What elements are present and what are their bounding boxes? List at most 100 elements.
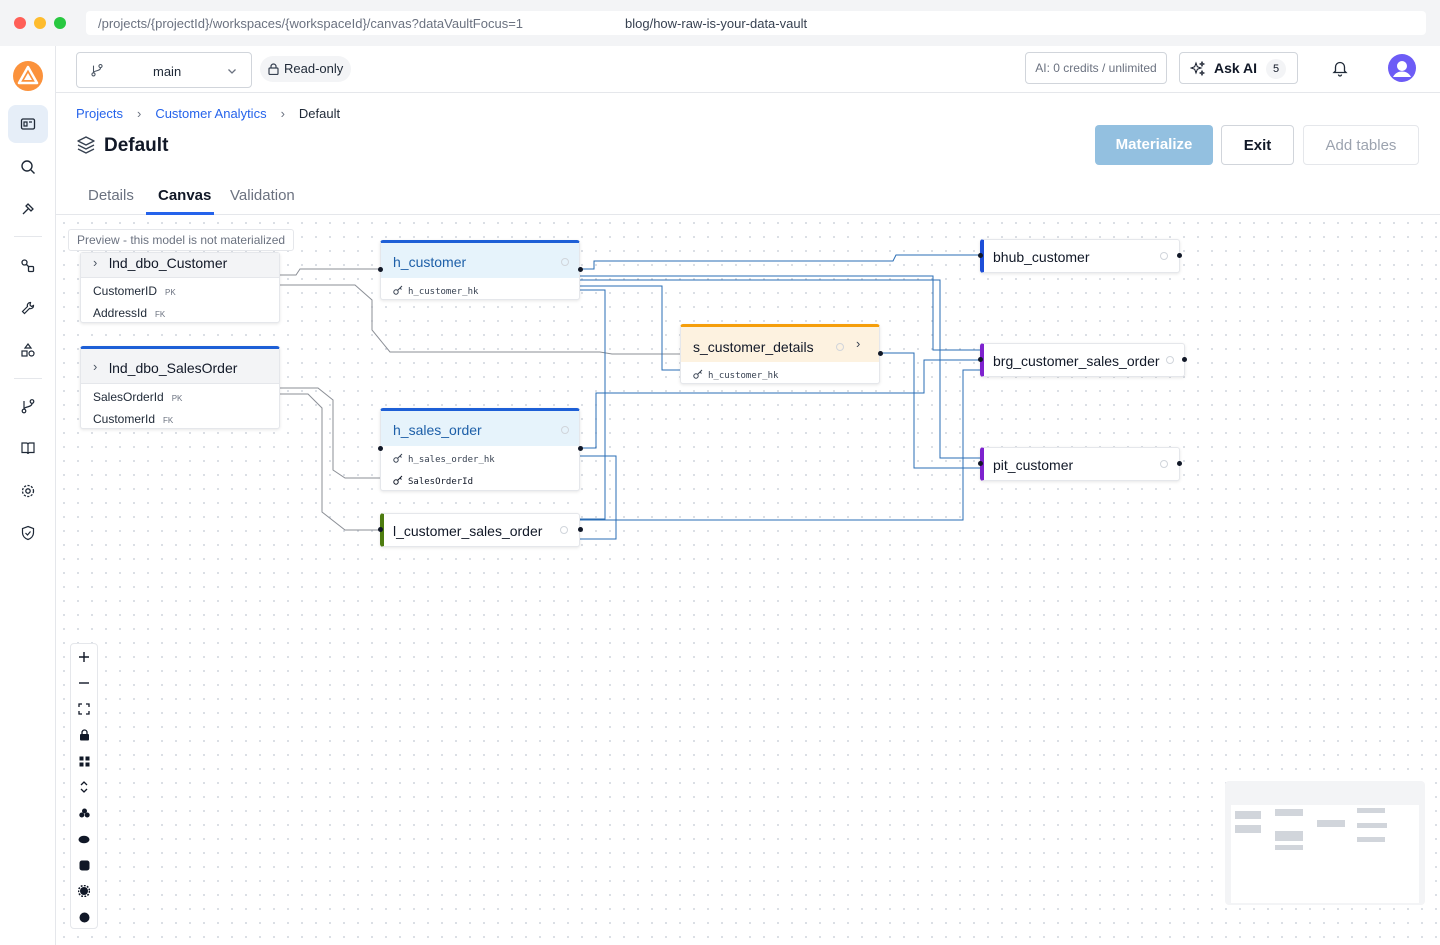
lock-icon — [268, 63, 279, 75]
fit-view-icon[interactable] — [71, 696, 97, 722]
square-icon[interactable] — [71, 852, 97, 878]
shield-icon[interactable] — [8, 514, 48, 552]
user-avatar[interactable] — [1388, 54, 1416, 82]
ellipse-icon[interactable] — [71, 826, 97, 852]
key-icon — [393, 453, 403, 463]
close-window-button[interactable] — [14, 17, 26, 29]
node-handle[interactable] — [378, 527, 383, 532]
column-row: SalesOrderId — [393, 475, 473, 487]
expand-vertical-icon[interactable] — [71, 774, 97, 800]
node-handle[interactable] — [978, 461, 983, 466]
tab-details[interactable]: Details — [88, 187, 134, 204]
column-row: h_customer_hk — [693, 369, 778, 381]
node-name: s_customer_details — [693, 339, 814, 355]
node-name: lnd_dbo_SalesOrder — [109, 360, 238, 376]
tree-icon[interactable] — [71, 800, 97, 826]
status-ring-icon — [836, 343, 844, 351]
models-icon[interactable] — [8, 105, 48, 143]
node-name: bhub_customer — [993, 249, 1090, 265]
column-name: SalesOrderId — [93, 390, 164, 404]
lock-icon[interactable] — [71, 722, 97, 748]
node-name: l_customer_sales_order — [393, 523, 543, 539]
notifications-bell-icon[interactable] — [1331, 59, 1349, 82]
minimize-window-button[interactable] — [34, 17, 46, 29]
node-handle[interactable] — [978, 253, 983, 258]
satellite-node-s-customer-details[interactable]: s_customer_details › h_customer_hk — [680, 324, 880, 384]
node-handle[interactable] — [378, 446, 383, 451]
search-icon[interactable] — [8, 148, 48, 186]
column-name: CustomerID — [93, 284, 158, 298]
app-logo[interactable] — [12, 60, 44, 92]
breadcrumb-customer-analytics[interactable]: Customer Analytics — [155, 106, 267, 121]
chevron-right-icon[interactable]: › — [93, 359, 98, 374]
column-name: SalesOrderId — [408, 477, 474, 487]
node-handle[interactable] — [1182, 357, 1187, 362]
breadcrumb: Projects › Customer Analytics › Default — [76, 106, 340, 121]
node-handle[interactable] — [378, 267, 383, 272]
node-handle[interactable] — [578, 527, 583, 532]
hub-node-h-sales-order[interactable]: h_sales_order h_sales_order_hk SalesOrde… — [380, 408, 580, 491]
node-handle[interactable] — [878, 351, 883, 356]
grid-icon[interactable] — [71, 748, 97, 774]
status-ring-icon — [1160, 252, 1168, 260]
tab-bar: Details Canvas Validation — [56, 176, 1440, 215]
node-handle[interactable] — [978, 357, 983, 362]
branch-name: main — [153, 64, 182, 79]
chevron-right-icon[interactable]: › — [93, 255, 98, 270]
column-name: h_sales_order_hk — [408, 455, 495, 465]
circle-icon[interactable] — [71, 904, 97, 930]
settings-icon[interactable] — [8, 472, 48, 510]
breadcrumb-current: Default — [298, 106, 341, 121]
active-tab-indicator — [146, 212, 214, 215]
gear-icon[interactable] — [71, 878, 97, 904]
node-handle[interactable] — [1177, 253, 1182, 258]
column-name: h_customer_hk — [408, 287, 479, 297]
pit-node-pit-customer[interactable]: pit_customer — [980, 447, 1180, 481]
address-bar[interactable]: /projects/{projectId}/workspaces/{worksp… — [86, 11, 1426, 35]
exit-button[interactable]: Exit — [1221, 125, 1294, 165]
canvas-minimap[interactable] — [1225, 781, 1425, 905]
status-ring-icon — [1160, 460, 1168, 468]
page-title: Default — [104, 135, 169, 156]
status-ring-icon — [561, 426, 569, 434]
preview-note: Preview - this model is not materialized — [68, 229, 295, 251]
maximize-window-button[interactable] — [54, 17, 66, 29]
zoom-in-icon[interactable] — [71, 644, 97, 670]
lineage-icon[interactable] — [8, 247, 48, 285]
branch-select[interactable]: main — [76, 52, 252, 88]
link-node-l-customer-sales-order[interactable]: l_customer_sales_order — [380, 513, 580, 547]
shapes-icon[interactable] — [8, 331, 48, 369]
hub-node-h-customer[interactable]: h_customer h_customer_hk — [380, 240, 580, 300]
build-icon[interactable] — [8, 190, 48, 228]
status-ring-icon — [560, 526, 568, 534]
business-node-bhub-customer[interactable]: bhub_customer — [980, 239, 1180, 273]
fk-tag: FK — [163, 416, 174, 425]
add-tables-button[interactable]: Add tables — [1303, 125, 1419, 165]
page-tab-title: blog/how-raw-is-your-data-vault — [625, 16, 808, 31]
bridge-node-brg-customer-sales-order[interactable]: brg_customer_sales_order — [980, 343, 1185, 377]
wrench-icon[interactable] — [8, 289, 48, 327]
zoom-out-icon[interactable] — [71, 670, 97, 696]
column-name: AddressId — [93, 306, 148, 320]
tab-canvas[interactable]: Canvas — [158, 187, 212, 204]
sparkle-icon — [1190, 61, 1206, 77]
tab-validation[interactable]: Validation — [230, 187, 295, 204]
node-handle[interactable] — [578, 446, 583, 451]
ask-ai-button[interactable]: Ask AI 5 — [1179, 52, 1298, 84]
node-handle[interactable] — [578, 267, 583, 272]
book-icon[interactable] — [8, 429, 48, 467]
materialize-button[interactable]: Materialize — [1095, 125, 1213, 165]
node-handle[interactable] — [1177, 461, 1182, 466]
column-row: h_customer_hk — [393, 285, 478, 297]
canvas-controls — [70, 643, 98, 929]
key-icon — [393, 475, 403, 485]
breadcrumb-projects[interactable]: Projects — [76, 106, 123, 121]
minimap-viewport — [1231, 805, 1419, 903]
chevron-right-icon[interactable]: › — [856, 336, 861, 351]
git-branch-icon[interactable] — [8, 387, 48, 425]
node-name: pit_customer — [993, 457, 1074, 473]
